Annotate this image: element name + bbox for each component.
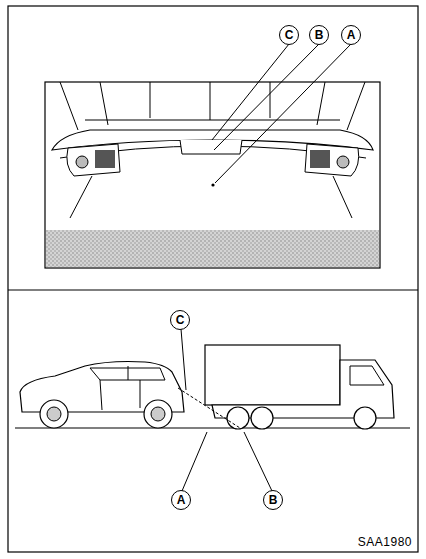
callout-letter: C — [170, 310, 190, 330]
callout-letter: C — [279, 25, 299, 45]
callout-letter: A — [171, 490, 191, 510]
callout-letter: A — [341, 25, 361, 45]
figure-code: SAA1980 — [358, 535, 412, 549]
callout-letter: B — [263, 490, 283, 510]
callout-letter: B — [309, 25, 329, 45]
